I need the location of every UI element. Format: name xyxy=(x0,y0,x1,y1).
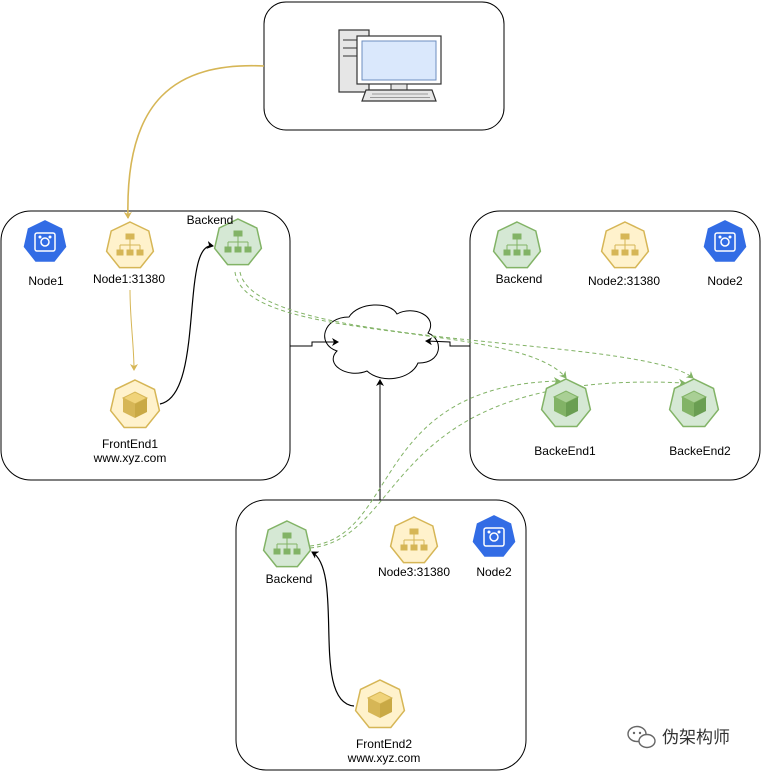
frontend-pod-icon xyxy=(354,679,406,729)
edge-client-to-node1-port xyxy=(123,64,265,219)
kubernetes-node-icon xyxy=(701,217,749,264)
edge-node3-backend-to-backeend1 xyxy=(309,377,561,547)
node2-backend-label: Backend xyxy=(496,272,543,286)
kubernetes-node-icon xyxy=(470,512,518,559)
node3-port-label: Node3:31380 xyxy=(378,565,450,579)
frontend1-url-label: www.xyz.com xyxy=(93,451,167,465)
edge-frontend1-to-backend xyxy=(159,241,214,405)
backend-service-icon xyxy=(213,218,263,266)
frontend2-name-label: FrontEnd2 xyxy=(356,737,412,751)
wechat-logo-icon xyxy=(627,725,656,749)
computer-icon xyxy=(338,29,442,102)
backend-pod-icon xyxy=(668,378,720,428)
frontend-pod-icon xyxy=(109,379,161,429)
network-cloud xyxy=(324,304,439,380)
edge-node2-to-cloud xyxy=(425,337,470,347)
edge-node1-port-to-frontend1 xyxy=(129,289,138,371)
service-network-icon xyxy=(105,221,155,269)
backend-pod-icon xyxy=(540,378,592,428)
edge-node3-backend-to-backeend2 xyxy=(309,378,686,549)
backeend1-label: BackeEnd1 xyxy=(534,444,596,458)
backeend2-label: BackeEnd2 xyxy=(669,444,731,458)
frontend1-name-label: FrontEnd1 xyxy=(102,437,158,451)
frontend2-url-label: www.xyz.com xyxy=(347,751,421,765)
node2-label: Node2 xyxy=(707,274,743,288)
node1-label: Node1 xyxy=(28,274,64,288)
watermark-text: 伪架构师 xyxy=(662,728,730,748)
node1-port-label: Node1:31380 xyxy=(93,272,165,286)
kubernetes-node-icon xyxy=(21,217,69,264)
node1-backend-label: Backend xyxy=(187,213,234,227)
backend-service-icon xyxy=(492,221,542,269)
node3-node-label: Node2 xyxy=(476,565,512,579)
edge-frontend2-to-backend xyxy=(311,551,355,707)
service-network-icon xyxy=(389,516,439,564)
edge-node1-to-cloud xyxy=(290,338,339,347)
node3-container xyxy=(235,499,527,771)
node2-port-label: Node2:31380 xyxy=(588,274,660,288)
service-network-icon xyxy=(600,221,650,269)
backend-service-icon xyxy=(262,520,312,568)
node3-backend-label: Backend xyxy=(266,572,313,586)
